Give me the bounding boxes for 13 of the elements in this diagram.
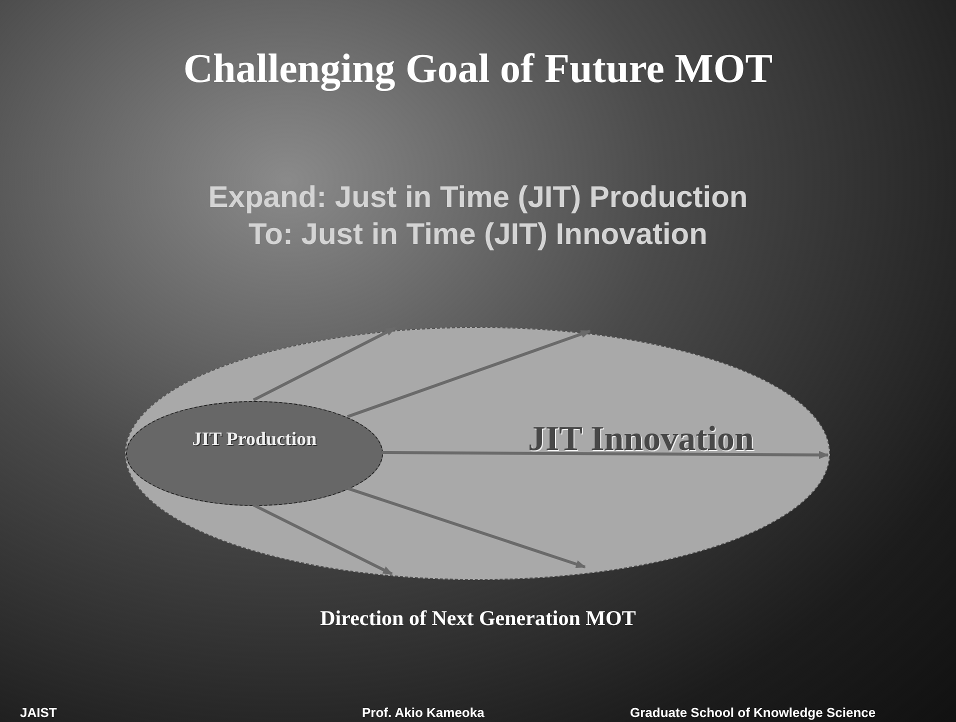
arrow	[346, 330, 591, 418]
caption: Direction of Next Generation MOT	[319, 605, 637, 632]
footer-text: Prof. Akio Kameoka	[362, 704, 484, 722]
title: Challenging Goal of Future MOT	[182, 44, 774, 93]
subtitle: Expand: Just in Time (JIT) Production	[207, 180, 749, 216]
node-label: JIT Production	[191, 428, 318, 452]
subtitle: To: Just in Time (JIT) Innovation	[248, 217, 708, 253]
node-label: JIT Innovation	[527, 418, 755, 460]
footer-text: JAIST	[20, 704, 57, 722]
arrow	[347, 486, 586, 568]
arrow	[252, 504, 393, 576]
arrow	[382, 450, 829, 459]
footer-text: Graduate School of Knowledge Science	[630, 704, 876, 722]
